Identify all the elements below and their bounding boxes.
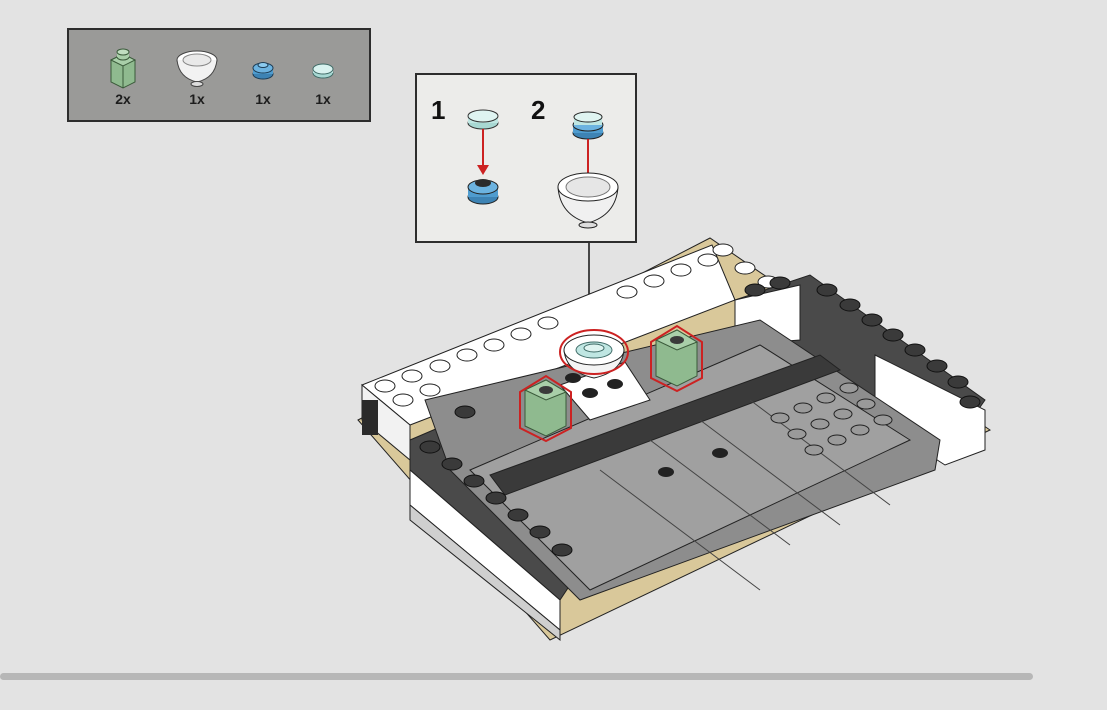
page-progress-bar <box>0 673 1033 680</box>
floor-stud <box>658 467 674 477</box>
floor-stud <box>712 448 728 458</box>
